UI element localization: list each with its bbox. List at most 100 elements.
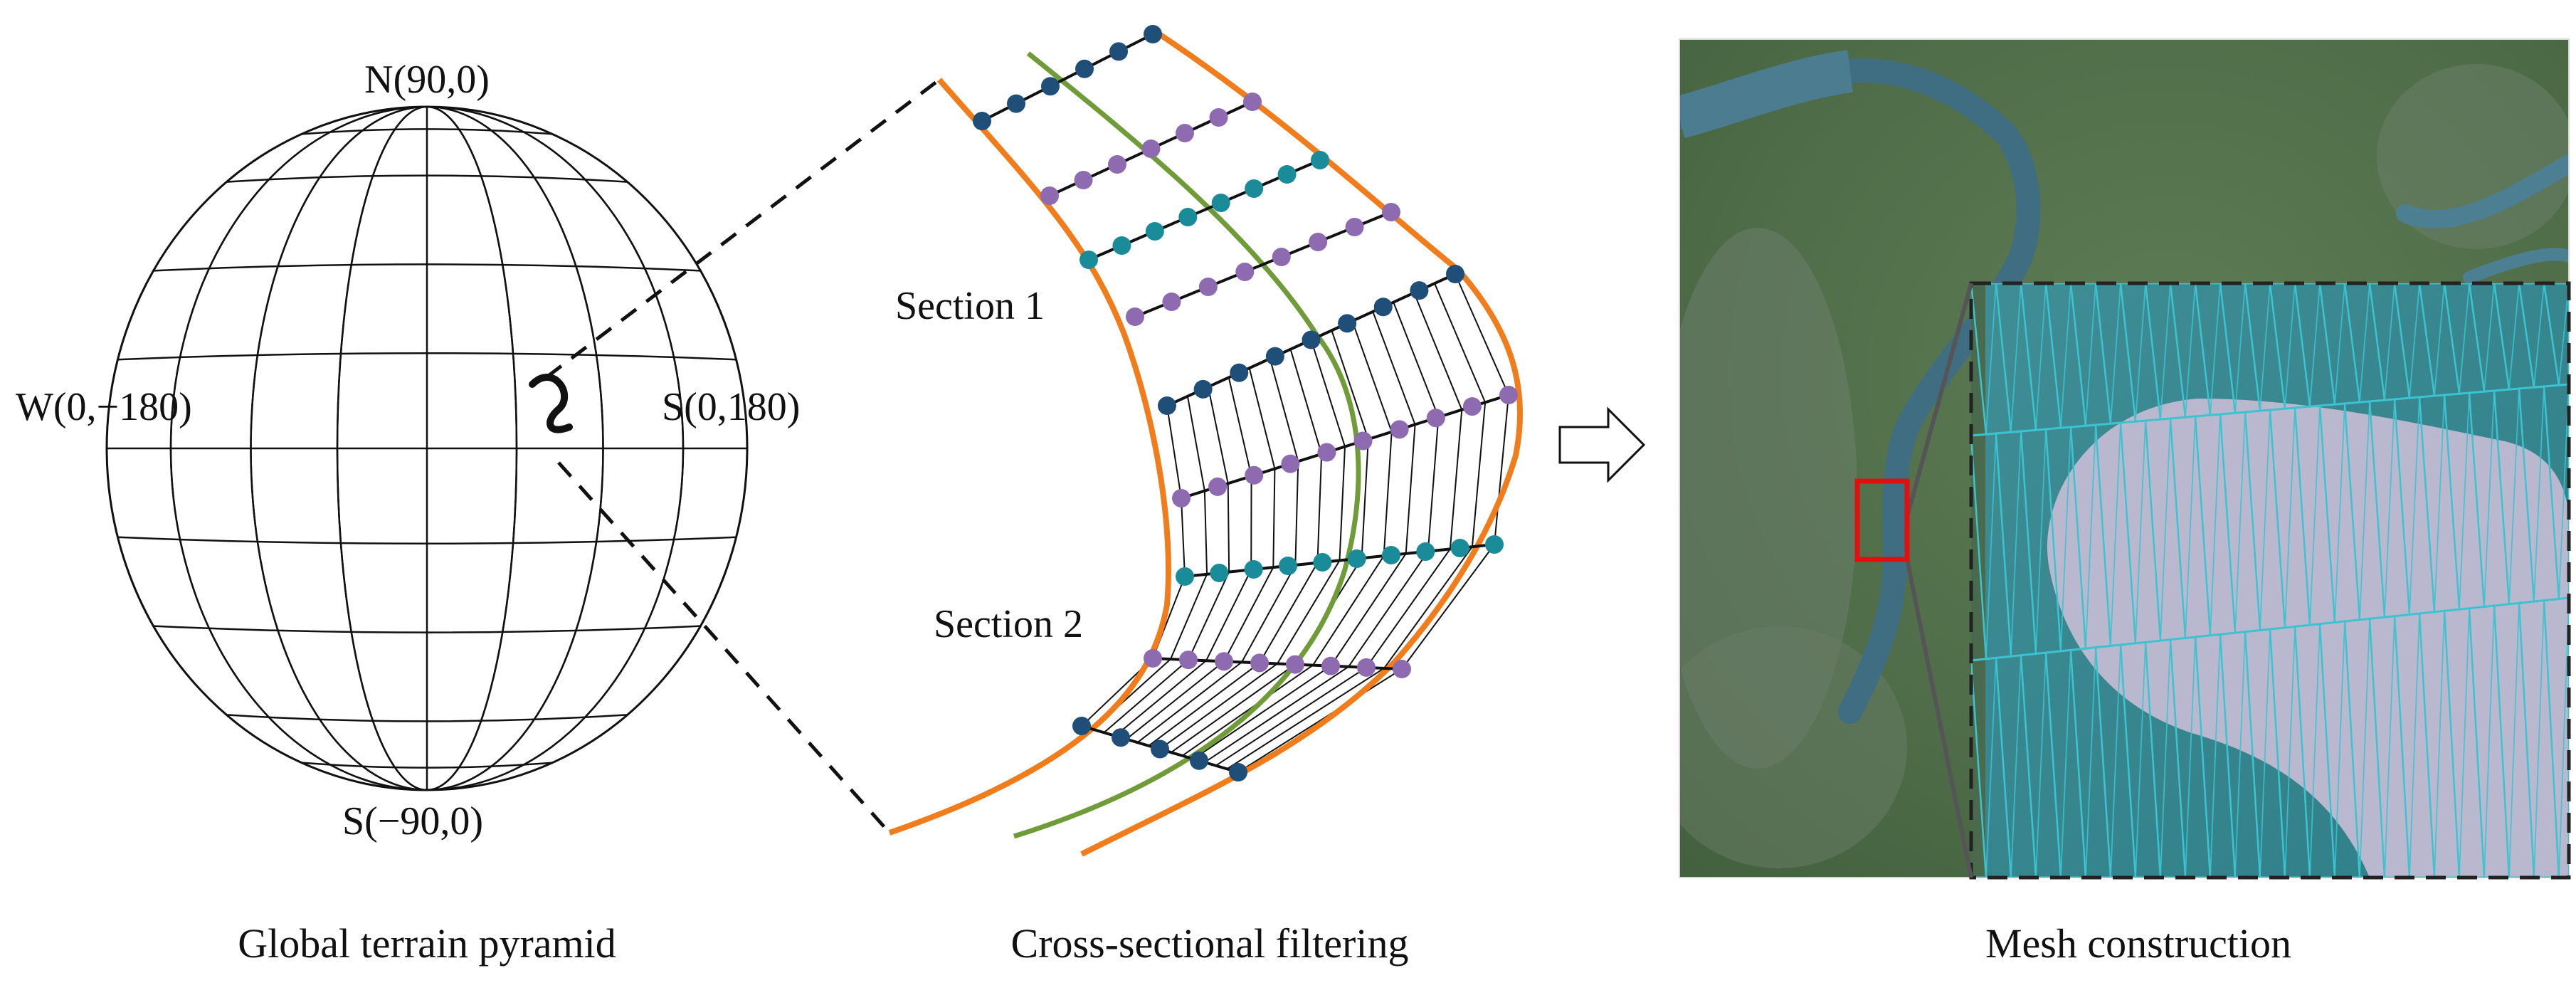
sample-point	[1345, 218, 1364, 236]
parallel-line	[301, 128, 553, 135]
mesh-panel	[1679, 38, 2571, 880]
mesh-edge	[2044, 652, 2062, 878]
section-line	[1181, 394, 1509, 500]
center-line	[1013, 51, 1361, 839]
section-line	[1184, 543, 1495, 578]
section-connector	[1159, 663, 1278, 750]
mesh-edge	[2094, 424, 2112, 646]
mesh-edge	[2044, 283, 2062, 428]
section-connector	[1193, 665, 1331, 760]
mesh-inset	[1971, 283, 2569, 878]
section-connector	[1372, 311, 1416, 425]
mesh-edge	[1985, 658, 1997, 878]
mesh-edge	[2309, 623, 2321, 878]
sample-point	[1230, 363, 1249, 382]
mesh-edge	[2169, 418, 2187, 638]
section-connector	[1136, 661, 1242, 744]
sample-point	[1302, 330, 1321, 349]
section-connector	[1166, 405, 1182, 499]
mesh-edge	[2443, 394, 2461, 610]
mesh-edge	[2318, 623, 2336, 878]
sample-point	[1210, 564, 1229, 582]
section-connector	[1181, 498, 1186, 577]
section-connector	[1188, 572, 1230, 660]
mesh-edge	[2293, 626, 2311, 878]
sample-point	[1208, 477, 1228, 496]
mesh-edge	[2334, 283, 2345, 405]
mesh-edge	[2434, 611, 2445, 878]
section-connector	[1331, 330, 1369, 440]
mesh-edge	[2418, 396, 2436, 612]
section-connector	[1427, 416, 1440, 552]
mesh-edge	[1971, 435, 1988, 659]
mesh-edge	[2160, 639, 2171, 878]
sample-point	[1151, 739, 1169, 759]
mesh-edge	[2010, 431, 2022, 657]
mesh-edge	[2483, 390, 2495, 607]
east-label: S(0,180)	[662, 385, 800, 429]
section-connector	[1181, 664, 1314, 757]
sample-point	[1144, 25, 1162, 43]
sample-point	[1190, 751, 1208, 770]
mesh-edge	[2234, 631, 2246, 878]
mesh-edge	[2368, 401, 2386, 618]
sample-point	[1311, 151, 1329, 169]
mesh-edge	[2343, 283, 2361, 403]
cross-section-caption: Cross-sectional filtering	[1011, 920, 1409, 967]
mesh-edge	[2384, 399, 2395, 618]
section-connector	[1383, 431, 1393, 557]
section-connector	[1471, 402, 1487, 547]
mesh-edge	[1995, 433, 2012, 657]
parallel-line	[153, 625, 701, 633]
section-connector	[1241, 564, 1297, 663]
mesh-edge	[2119, 422, 2137, 643]
mesh-edge	[2508, 388, 2520, 604]
mesh-edge	[2318, 405, 2336, 623]
globe-grid	[107, 107, 747, 790]
mesh-edge	[2219, 634, 2237, 878]
mesh-edge	[2269, 628, 2286, 878]
mesh-edge	[2069, 426, 2087, 649]
mesh-edge	[2459, 392, 2470, 610]
sample-point	[1499, 386, 1518, 404]
mesh-edge	[2060, 426, 2071, 651]
sample-point	[1373, 298, 1393, 317]
mesh-edge	[2035, 652, 2047, 878]
mesh-edge	[2343, 403, 2361, 620]
mesh-edge	[2284, 407, 2296, 628]
section-connector	[1237, 668, 1403, 773]
section-connector	[1227, 483, 1230, 572]
section-connectors	[1081, 273, 1509, 773]
sample-point	[1108, 155, 1126, 174]
mesh-edge	[2543, 283, 2560, 386]
mesh-edge	[2035, 283, 2047, 431]
section-connector	[1114, 660, 1207, 737]
section-connector	[1310, 339, 1346, 447]
mesh-edge	[2160, 283, 2171, 420]
sample-point	[1485, 535, 1504, 554]
mesh-edge	[2459, 608, 2470, 878]
mesh-edge	[2085, 283, 2096, 426]
mesh-edge	[2094, 647, 2112, 878]
sample-point	[1382, 546, 1400, 564]
section-connector	[1171, 663, 1296, 753]
section-connector	[1316, 453, 1323, 563]
inset-connector-top	[1905, 283, 1973, 517]
globe-caption: Global terrain pyramid	[238, 920, 616, 967]
globe: N(90,0) S(−90,0) W(0,−180) S(0,180)	[16, 58, 800, 843]
mesh-edge	[2393, 283, 2411, 399]
river-branch-east	[2396, 154, 2569, 229]
mesh-edge	[2359, 283, 2370, 403]
mesh-edge	[2468, 283, 2486, 392]
highlight-box	[1854, 478, 1910, 562]
mesh-edge	[2483, 283, 2495, 392]
sample-point	[1393, 660, 1411, 678]
sample-point	[1353, 431, 1373, 451]
section-connector	[1393, 302, 1440, 418]
mesh-edge	[2094, 283, 2112, 424]
sample-point	[1357, 658, 1376, 677]
inset-frame	[1969, 281, 2571, 880]
mesh-edge	[2135, 283, 2146, 422]
section-connector	[1205, 569, 1252, 661]
mesh-edge	[2508, 283, 2520, 390]
